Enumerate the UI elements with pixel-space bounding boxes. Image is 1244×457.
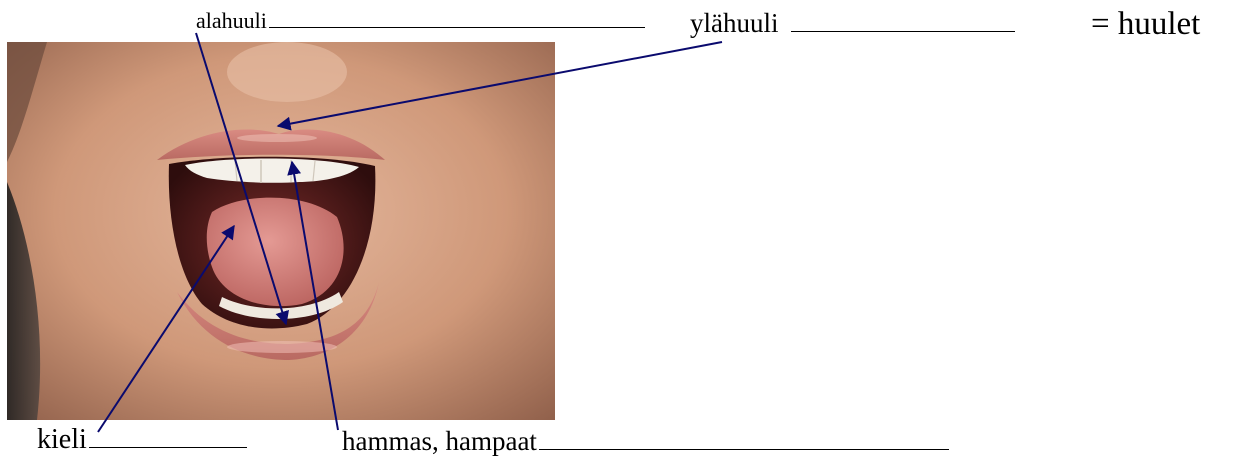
label-lips-text: = huulet <box>1091 6 1200 42</box>
label-lower-lip-text: alahuuli <box>196 8 267 33</box>
label-lower-lip: alahuuli <box>196 10 645 32</box>
label-upper-lip: ylähuuli <box>690 10 1015 37</box>
label-teeth: hammas, hampaat <box>342 428 949 455</box>
answer-blank-teeth[interactable] <box>539 448 949 450</box>
label-upper-lip-text: ylähuuli <box>690 8 779 38</box>
label-teeth-text: hammas, hampaat <box>342 426 537 456</box>
mouth-photo <box>7 42 555 420</box>
label-lips: = huulet <box>1091 8 1200 41</box>
answer-blank-lower-lip[interactable] <box>269 26 645 28</box>
label-tongue: kieli <box>37 426 247 454</box>
answer-blank-tongue[interactable] <box>89 446 247 448</box>
answer-blank-upper-lip[interactable] <box>791 30 1015 32</box>
label-tongue-text: kieli <box>37 424 87 455</box>
